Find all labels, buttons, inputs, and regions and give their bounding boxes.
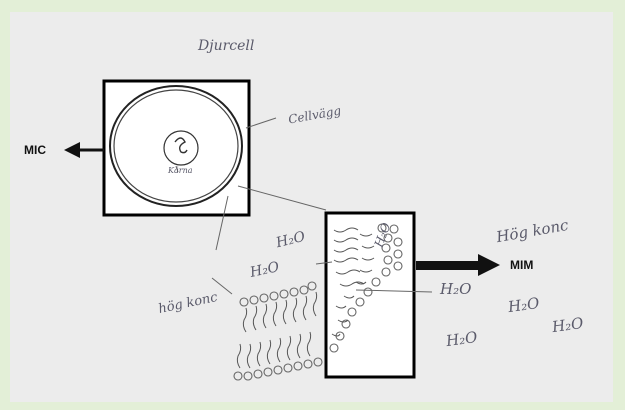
mim-arrowhead	[478, 254, 500, 276]
cell-zoom-box	[104, 81, 249, 215]
water-label-4: H₂O	[440, 280, 471, 298]
title-djurcell: Djurcell	[198, 38, 254, 54]
label-nucleus: Kärna	[168, 166, 193, 175]
mic-arrowhead	[64, 142, 80, 158]
mim-arrow-shaft	[416, 261, 478, 270]
callout-mim: MIM	[510, 258, 533, 272]
callout-mic: MIC	[24, 143, 46, 157]
